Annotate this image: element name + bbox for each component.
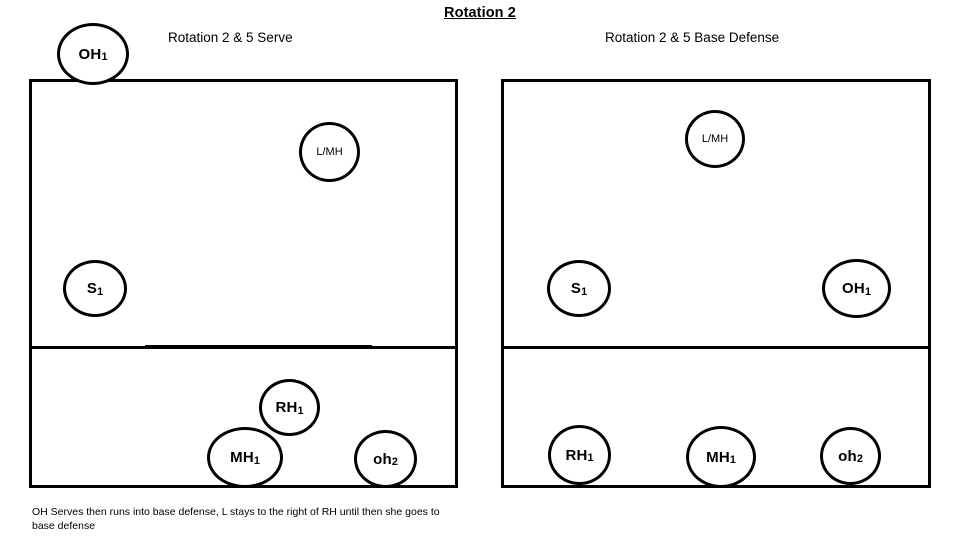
player-label: OH1 — [842, 280, 871, 298]
player-marker-oh1-serve[interactable]: OH1 — [57, 23, 129, 85]
player-marker-mh1-serve[interactable]: MH1 — [207, 427, 283, 488]
player-label: MH1 — [706, 448, 736, 467]
player-marker-mh1-defense[interactable]: MH1 — [686, 426, 756, 488]
player-label: oh2 — [373, 450, 398, 469]
court-caption-base-defense: Rotation 2 & 5 Base Defense — [605, 30, 780, 45]
page-title: Rotation 2 — [444, 5, 516, 21]
player-label: oh2 — [838, 447, 863, 466]
footer-note: OH Serves then runs into base defense, L… — [32, 506, 440, 533]
player-marker-l-mh-serve[interactable]: L/MH — [299, 122, 360, 182]
player-label: RH1 — [275, 399, 304, 417]
court-caption-serve: Rotation 2 & 5 Serve — [168, 30, 293, 45]
attack-line-overlay-left — [145, 345, 372, 349]
player-marker-oh2-defense[interactable]: oh2 — [820, 427, 881, 485]
player-marker-rh1-defense[interactable]: RH1 — [548, 425, 611, 485]
player-label: MH1 — [230, 449, 260, 467]
player-label: RH1 — [565, 446, 594, 465]
player-marker-l-mh-defense[interactable]: L/MH — [685, 110, 745, 168]
player-marker-s1-defense[interactable]: S1 — [547, 260, 611, 317]
player-label: S1 — [86, 280, 104, 298]
attack-line-right — [504, 346, 928, 349]
player-label: L/MH — [316, 145, 343, 158]
player-marker-s1-serve[interactable]: S1 — [63, 260, 127, 317]
player-marker-oh2-serve[interactable]: oh2 — [354, 430, 417, 488]
player-label: L/MH — [701, 132, 729, 145]
player-label: S1 — [570, 280, 588, 298]
player-marker-oh1-defense[interactable]: OH1 — [822, 259, 891, 318]
player-marker-rh1-serve[interactable]: RH1 — [259, 379, 320, 436]
player-label: OH1 — [78, 45, 108, 64]
